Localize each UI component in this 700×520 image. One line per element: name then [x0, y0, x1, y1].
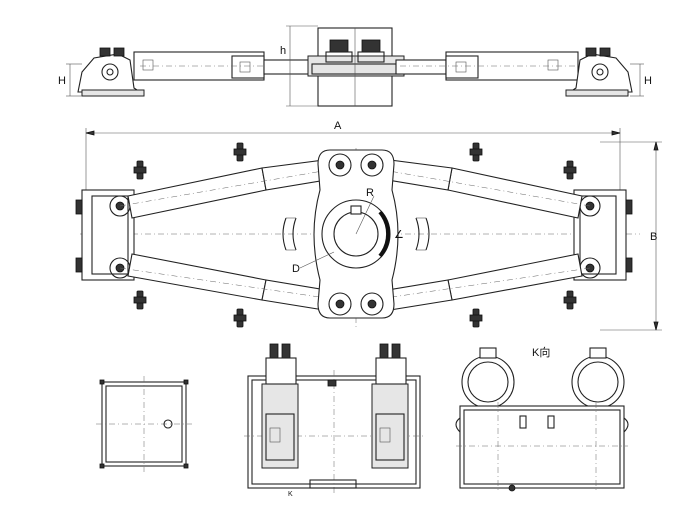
- left-base: [77, 53, 142, 93]
- pump-station-top-view: K: [244, 343, 424, 498]
- cylinder-valve-2: [233, 142, 247, 162]
- side-view: H H h: [58, 25, 652, 107]
- dim-h-left-label: H: [58, 75, 66, 87]
- dim-a-label: A: [334, 120, 342, 132]
- left-base-plate: [81, 89, 145, 97]
- plan-view: A B: [75, 120, 662, 331]
- dim-r-label: R: [366, 187, 374, 199]
- rotation-arc-left: [282, 217, 297, 251]
- slew-arc: [378, 210, 391, 258]
- rotation-arc-right: [415, 217, 430, 251]
- cylinder-valve-1: [133, 160, 147, 180]
- cylinder-valve-4: [233, 308, 247, 328]
- dim-d-label: D: [292, 263, 300, 275]
- arm-upper-left: [127, 167, 267, 219]
- dim-b-label: B: [650, 231, 657, 243]
- cylinder-valve-3: [133, 290, 147, 310]
- left-end-frame: [81, 189, 135, 281]
- right-base: [568, 53, 633, 93]
- dim-h-center-label: h: [280, 45, 286, 57]
- view-k-label: K向: [532, 345, 550, 359]
- k-direction-view: K向: [455, 345, 629, 492]
- arm-lower-left: [127, 253, 267, 301]
- angle-mark: ∠: [394, 229, 404, 241]
- dim-h-right-label: H: [644, 75, 652, 87]
- cylinder-valve-5: [469, 142, 483, 162]
- arrow-k-label: K: [288, 491, 293, 498]
- cylinder-valve-7: [469, 308, 483, 328]
- base-plate-view: [96, 376, 192, 472]
- arm-lower-right: [447, 253, 583, 301]
- cylinder-valve-6: [563, 160, 577, 180]
- cylinder-valve-8: [563, 290, 577, 310]
- arm-upper-right: [447, 167, 583, 219]
